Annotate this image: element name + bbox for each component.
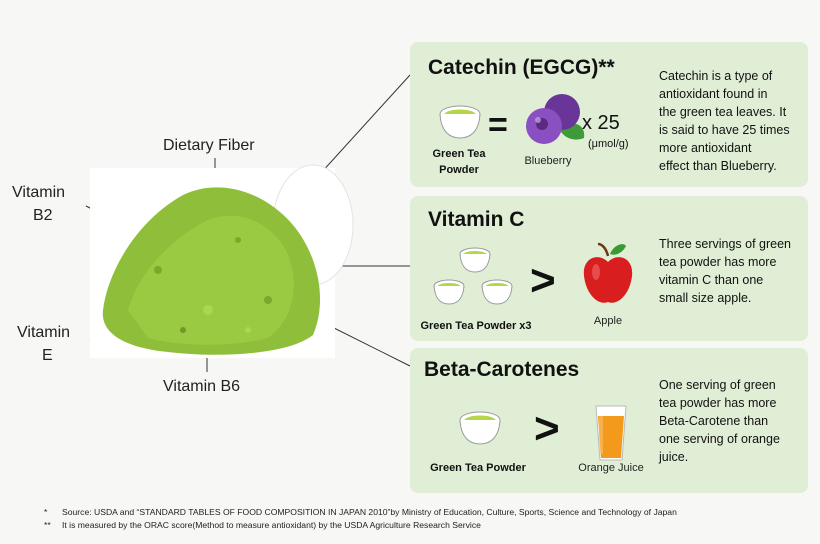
catechin-green-tea-caption-line1: Green Tea [432,148,486,160]
beta-carotenes-title: Beta-Carotenes [424,358,580,381]
footnote-text: Source: USDA and “STANDARD TABLES OF FOO… [62,507,677,517]
beta-green-tea-caption: Green Tea Powder [430,462,526,474]
vitamin-c-description: Three servings of green tea powder has m… [659,237,792,305]
tea-cup-icon [459,247,491,273]
catechin-green-tea-caption-line2: Powder [439,164,479,176]
catechin-description: Catechin is a type of antioxidant found … [659,69,790,173]
footnote-source: * Source: USDA and “STANDARD TABLES OF FO… [44,507,677,517]
orange-juice-glass-icon [595,405,627,461]
greater-than-sign: > [530,256,556,305]
label-vitamin-b6: Vitamin B6 [163,378,241,395]
label-dietary-fiber: Dietary Fiber [163,137,255,154]
blueberry-caption: Blueberry [524,155,572,167]
footnote-orac: ** It is measured by the ORAC score(Metho… [44,520,481,530]
unit-text: (μmol/g) [588,138,629,150]
tea-cup-icon [439,105,481,139]
beta-description: One serving of green tea powder has more… [659,378,780,464]
greater-than-sign: > [534,404,560,453]
apple-icon [583,242,633,303]
card-vitamin-c: Vitamin C Green Tea Powder x3 > Apple Th… [410,196,808,341]
orange-juice-caption: Orange Juice [578,462,644,474]
tea-cup-icon [459,411,501,445]
vitamin-c-green-tea-caption: Green Tea Powder x3 [420,320,532,332]
blueberry-icon [526,94,585,144]
matcha-powder-pile-illustration [102,164,354,355]
footnote-mark: * [44,507,48,517]
equals-sign: = [488,106,508,144]
tea-cup-icon [433,279,465,305]
label-vitamin-b2-line1: Vitamin [12,184,66,201]
label-vitamin-e-line1: Vitamin [17,324,71,341]
label-vitamin-b2-line2: B2 [33,207,53,224]
tea-cup-icon [481,279,513,305]
card-catechin: Catechin (EGCG)** Green Tea Powder = Blu… [410,42,808,187]
label-vitamin-e-line2: E [42,347,53,364]
card-beta-carotenes: Beta-Carotenes Green Tea Powder > Orange… [410,348,808,493]
multiplier-text: x 25 [582,112,620,134]
footnote-mark: ** [44,520,51,530]
footnote-text: It is measured by the ORAC score(Method … [62,520,481,530]
vitamin-c-title: Vitamin C [428,208,525,231]
catechin-title: Catechin (EGCG)** [428,56,615,79]
apple-caption: Apple [593,315,623,327]
